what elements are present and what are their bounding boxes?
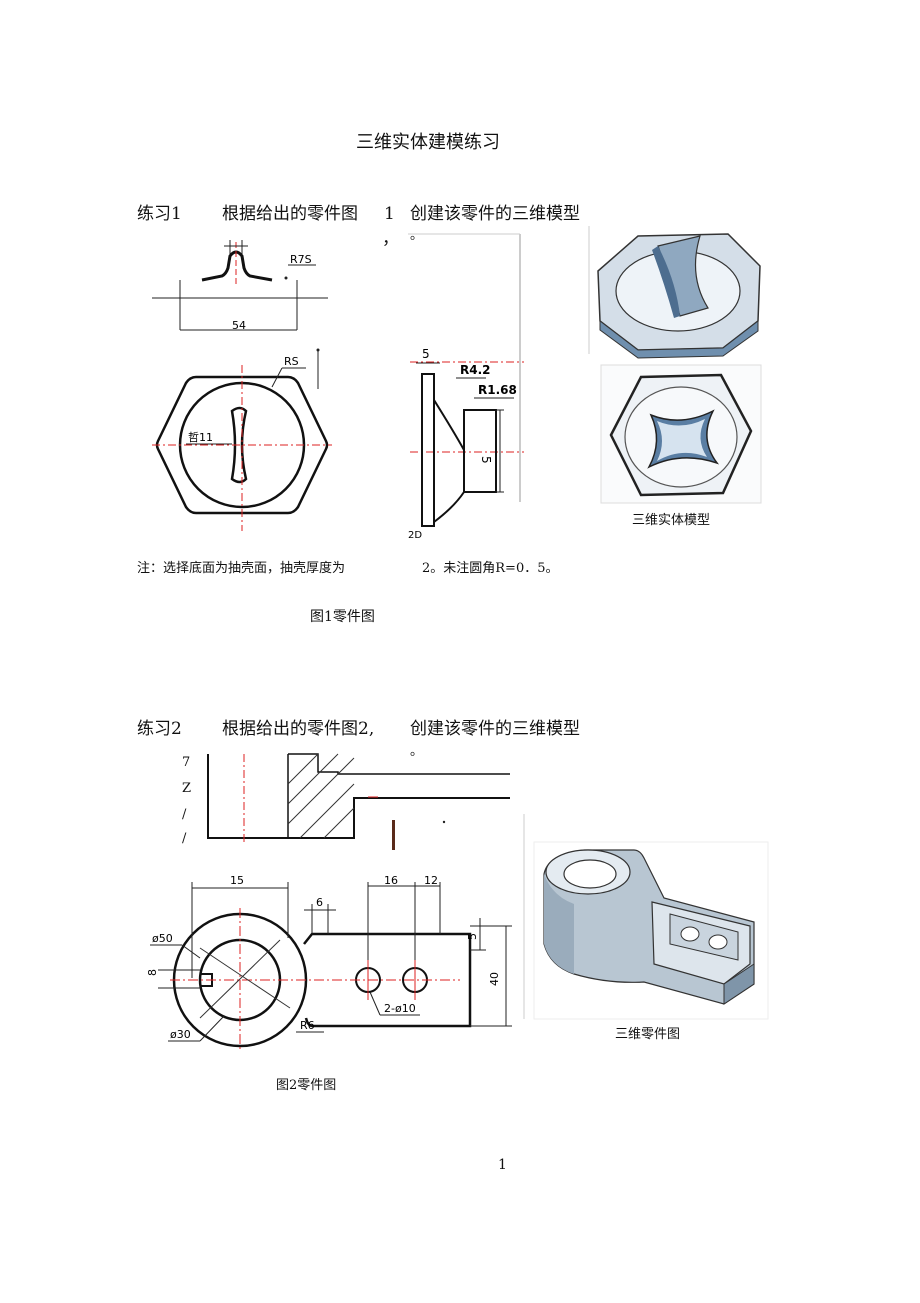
dim-holes: 2-ø10 [384, 1002, 416, 1015]
exercise-1-desc-comma: ， [382, 229, 399, 249]
dim-r7s: R7S [290, 253, 312, 266]
dim-6: 6 [316, 896, 323, 909]
ex2-model-image [523, 814, 769, 1020]
exercise-2-desc-a: 根据给出的零件图2, [222, 719, 375, 739]
dim-5: 5 [466, 933, 479, 940]
dim-r168: R1.68 [478, 383, 517, 397]
dim-r6: R6 [300, 1019, 315, 1032]
ex1-caption: 图1零件图 [310, 609, 375, 625]
dim-2d: 2D [408, 530, 422, 541]
ex1-profile-drawing: R7S 54 [152, 240, 328, 332]
ex1-model-image-top [588, 226, 761, 359]
ex2-front-view: 15 6 16 12 40 5 ø50 8 ø30 R6 2-ø10 [146, 874, 512, 1050]
page-number: 1 [498, 1157, 507, 1173]
exercise-1-desc-a: 根据给出的零件图 [222, 204, 358, 224]
ex1-note-a: 注：选择底面为抽壳面，抽壳厚度为 [137, 561, 346, 576]
dim-16: 16 [384, 874, 398, 887]
ex2-side-mark-1: 7 [182, 755, 191, 770]
ex2-side-mark-2: Z [182, 781, 192, 796]
dim-8: 8 [146, 969, 159, 976]
dim-phi30: ø30 [170, 1028, 191, 1041]
ex1-model-image-bottom [600, 364, 762, 504]
exercise-2-desc-b: 创建该零件的三维模型 [410, 719, 580, 739]
dim-rs: RS [284, 355, 299, 368]
exercise-2-label: 练习2 [137, 719, 182, 739]
dim-w5: 5 [422, 347, 430, 361]
dim-h5: 5 [479, 456, 493, 464]
exercise-1-desc-num: 1 [384, 204, 395, 224]
exercise-1-label: 练习1 [137, 204, 182, 224]
ex1-note-b: 2。未注圆角R=0．5。 [422, 561, 559, 576]
dim-12: 12 [424, 874, 438, 887]
ex1-side-view: 5 5 R4.2 R1.68 2D [408, 233, 524, 541]
ex2-section-view [207, 753, 510, 850]
dim-54: 54 [232, 319, 246, 332]
dim-40: 40 [488, 972, 501, 986]
ex2-side-mark-3: / [182, 807, 187, 822]
dim-d11: 哲11 [188, 431, 213, 444]
exercise-1-desc-b: 创建该零件的三维模型 [410, 204, 580, 224]
ex2-model-caption: 三维零件图 [615, 1027, 681, 1042]
dim-r42: R4.2 [460, 363, 491, 377]
ex1-model-caption: 三维实体模型 [632, 513, 711, 528]
ex1-hexagon-view: RS 哲11 [152, 348, 332, 531]
ex2-caption: 图2零件图 [276, 1078, 337, 1093]
page-title: 三维实体建模练习 [356, 132, 500, 153]
ex2-side-mark-4: / [182, 831, 187, 846]
dim-phi50: ø50 [152, 932, 173, 945]
dim-15: 15 [230, 874, 244, 887]
exercise-1-desc-period: 。 [410, 228, 424, 243]
exercise-2-desc-period: 。 [410, 744, 424, 759]
